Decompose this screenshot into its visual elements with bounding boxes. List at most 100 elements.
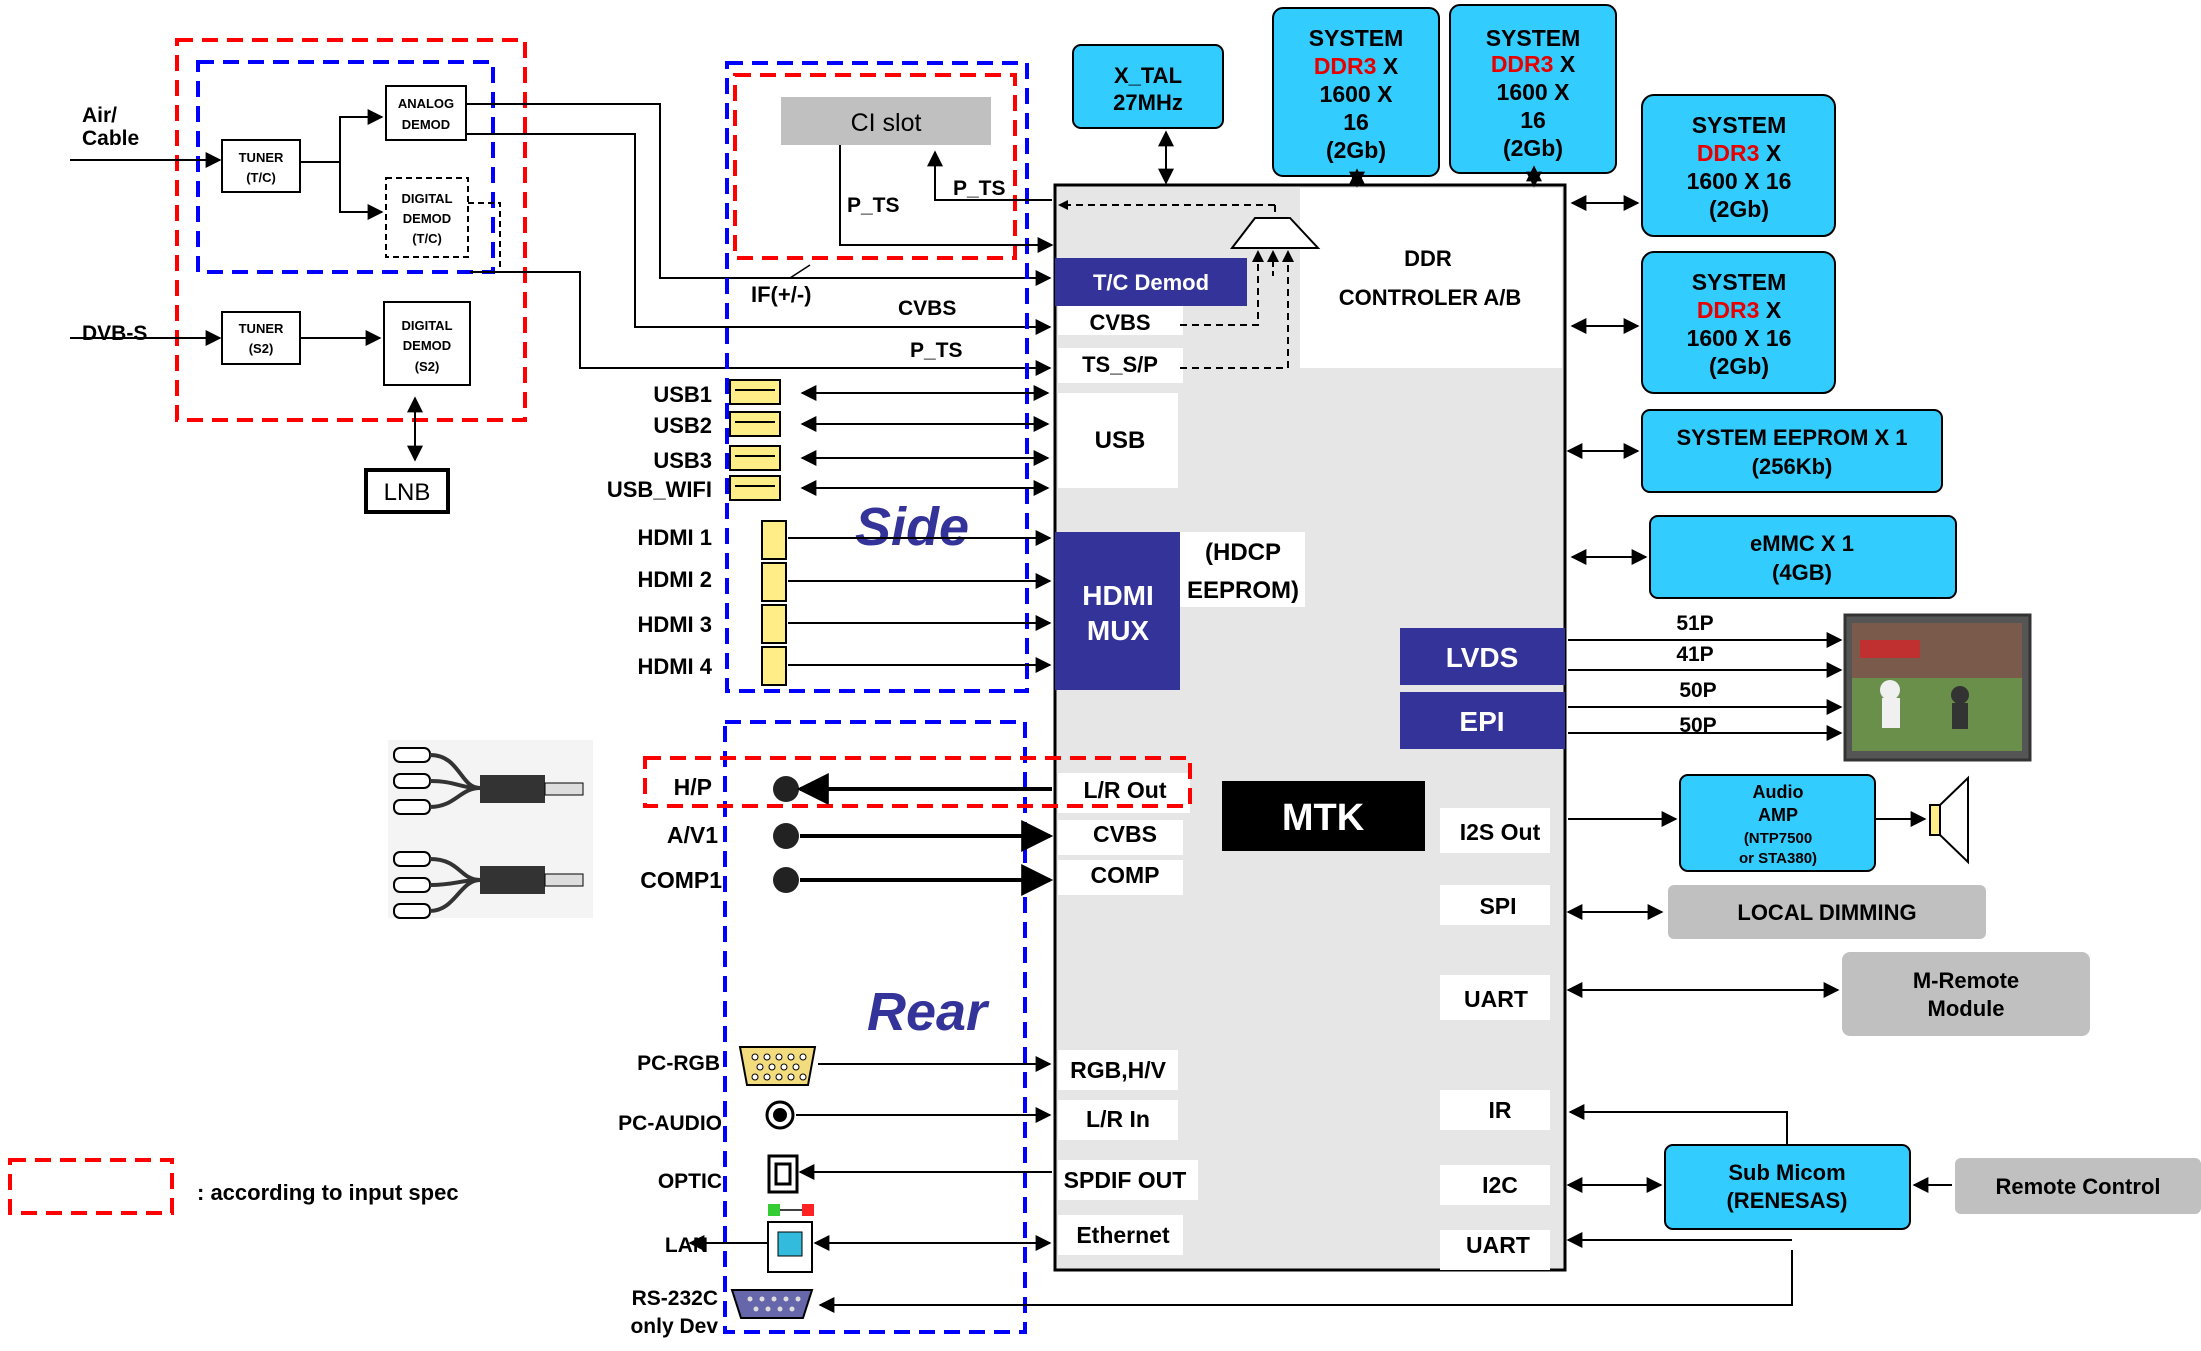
ddr-controller-label-2: CONTROLER A/B bbox=[1339, 285, 1522, 310]
digital-demod-s2-label-1: DIGITAL bbox=[401, 318, 452, 333]
port-lr-in: L/R In bbox=[1086, 1106, 1150, 1132]
ddr-d-label-2: DDR3 X bbox=[1697, 297, 1782, 323]
epi-label: EPI bbox=[1459, 706, 1504, 737]
ddr-b-label-1: SYSTEM bbox=[1486, 25, 1581, 51]
analog-demod-label-1: ANALOG bbox=[398, 96, 454, 111]
ddr-c-label-1: SYSTEM bbox=[1692, 112, 1787, 138]
port-comp: COMP bbox=[1091, 862, 1160, 888]
pin-50p-1: 50P bbox=[1679, 679, 1716, 702]
port-spi: SPI bbox=[1479, 893, 1516, 919]
digital-demod-s2-label-3: (S2) bbox=[415, 359, 440, 374]
digital-demod-tc-label-2: DEMOD bbox=[403, 211, 451, 226]
rear-title: Rear bbox=[867, 982, 990, 1042]
ddr-b-label-2: DDR3 X bbox=[1491, 51, 1576, 77]
remote-control-label: Remote Control bbox=[1996, 1174, 2161, 1199]
sub-micom-label-2: (RENESAS) bbox=[1726, 1188, 1847, 1213]
air-cable-label-2: Cable bbox=[82, 127, 139, 150]
usb-ports: USB1 USB2 USB3 USB_WIFI bbox=[607, 380, 1048, 502]
emmc-label-2: (4GB) bbox=[1772, 560, 1832, 585]
port-ts-sp: TS_S/P bbox=[1082, 352, 1158, 377]
ddr-controller-area bbox=[1300, 188, 1562, 368]
dvbs-label: DVB-S bbox=[82, 322, 147, 345]
tuner-s2-label-2: (S2) bbox=[249, 341, 274, 356]
usb2-label: USB2 bbox=[653, 413, 712, 438]
rs232-connector-icon bbox=[732, 1290, 812, 1318]
hdcp-label-2: EEPROM) bbox=[1187, 577, 1299, 604]
pin-50p-2: 50P bbox=[1679, 714, 1716, 737]
port-usb: USB bbox=[1095, 427, 1146, 454]
digital-demod-s2-label-2: DEMOD bbox=[403, 338, 451, 353]
hdmi-mux-label-1: HDMI bbox=[1082, 580, 1154, 611]
lvds-label: LVDS bbox=[1446, 642, 1519, 673]
port-i2c: I2C bbox=[1482, 1172, 1518, 1198]
port-rgb-hv: RGB,H/V bbox=[1070, 1057, 1167, 1083]
ci-pts-right: P_TS bbox=[953, 177, 1006, 200]
port-spdif-out: SPDIF OUT bbox=[1064, 1167, 1187, 1193]
ddr-c-label-3: 1600 X 16 bbox=[1687, 168, 1792, 194]
analog-demod-label-2: DEMOD bbox=[402, 117, 450, 132]
emmc-block bbox=[1650, 516, 1956, 598]
tc-demod-label: T/C Demod bbox=[1093, 270, 1209, 295]
rs232-label-1: RS-232C bbox=[632, 1287, 718, 1310]
usb-wifi-label: USB_WIFI bbox=[607, 477, 712, 502]
sub-micom-label-1: Sub Micom bbox=[1728, 1160, 1845, 1185]
pc-rgb-label: PC-RGB bbox=[637, 1052, 720, 1075]
legend-text: : according to input spec bbox=[197, 1180, 459, 1205]
ddr-d-label-1: SYSTEM bbox=[1692, 269, 1787, 295]
ddr-d-label-3: 1600 X 16 bbox=[1687, 325, 1792, 351]
hdmi3-label: HDMI 3 bbox=[637, 612, 712, 637]
hdcp-label-1: (HDCP bbox=[1205, 539, 1281, 566]
hdmi-mux-label-2: MUX bbox=[1087, 615, 1150, 646]
mtk-title: MTK bbox=[1282, 797, 1365, 839]
ddr-b-label-4: 16 bbox=[1520, 107, 1546, 133]
eeprom-label-1: SYSTEM EEPROM X 1 bbox=[1676, 425, 1907, 450]
optic-label: OPTIC bbox=[658, 1170, 722, 1193]
ddr-a-label-2: DDR3 X bbox=[1314, 53, 1399, 79]
port-i2s-out: I2S Out bbox=[1460, 819, 1541, 845]
side-title: Side bbox=[855, 497, 969, 557]
eeprom-block bbox=[1642, 410, 1942, 492]
local-dimming-label: LOCAL DIMMING bbox=[1737, 900, 1916, 925]
port-uart-2: UART bbox=[1466, 1232, 1530, 1258]
audio-amp-label-2: AMP bbox=[1758, 805, 1798, 825]
hdmi-connector-icon bbox=[762, 521, 786, 559]
m-remote-label-1: M-Remote bbox=[1913, 968, 2019, 993]
ddr-a-label-1: SYSTEM bbox=[1309, 25, 1404, 51]
pc-audio-label: PC-AUDIO bbox=[618, 1112, 722, 1135]
ddr-b-label-5: (2Gb) bbox=[1503, 135, 1563, 161]
ci-pts-left: P_TS bbox=[847, 194, 900, 217]
audio-amp-label-3: (NTP7500 bbox=[1744, 830, 1812, 847]
hdmi-connector-icon bbox=[762, 647, 786, 685]
audio-amp-label-4: or STA380) bbox=[1739, 850, 1817, 867]
lnb-label: LNB bbox=[384, 479, 431, 506]
cvbs-line-label: CVBS bbox=[898, 297, 956, 320]
ddr-c-label-2: DDR3 X bbox=[1697, 140, 1782, 166]
hdmi-mux-block bbox=[1055, 532, 1180, 690]
hp-jack-icon bbox=[773, 776, 799, 802]
pin-41p: 41P bbox=[1676, 643, 1713, 666]
comp1-jack-icon bbox=[773, 867, 799, 893]
port-cvbs-top: CVBS bbox=[1089, 310, 1150, 335]
m-remote-label-2: Module bbox=[1928, 996, 2005, 1021]
pin-51p: 51P bbox=[1676, 612, 1713, 635]
rs232-label-2: only Dev bbox=[630, 1315, 718, 1338]
hdmi1-label: HDMI 1 bbox=[637, 525, 712, 550]
tuner-s2-box bbox=[222, 312, 300, 364]
ddr-b-label-3: 1600 X bbox=[1497, 79, 1571, 105]
eeprom-label-2: (256Kb) bbox=[1752, 454, 1833, 479]
hdmi2-label: HDMI 2 bbox=[637, 567, 712, 592]
emmc-label-1: eMMC X 1 bbox=[1750, 531, 1854, 556]
ddr-controller-label-1: DDR bbox=[1404, 246, 1452, 271]
tuner-tc-label-2: (T/C) bbox=[246, 170, 276, 185]
hdmi4-label: HDMI 4 bbox=[637, 654, 712, 679]
if-label: IF(+/-) bbox=[751, 282, 812, 307]
hdmi-connector-icon bbox=[762, 605, 786, 643]
ddr-d-label-4: (2Gb) bbox=[1709, 353, 1769, 379]
usb-connector-icon bbox=[730, 412, 780, 436]
digital-demod-tc-label-1: DIGITAL bbox=[401, 191, 452, 206]
usb-connector-icon bbox=[730, 446, 780, 470]
speaker-icon bbox=[1930, 805, 1940, 835]
hp-label: H/P bbox=[674, 774, 712, 800]
tuner-s2-label-1: TUNER bbox=[239, 321, 284, 336]
usb3-label: USB3 bbox=[653, 448, 712, 473]
